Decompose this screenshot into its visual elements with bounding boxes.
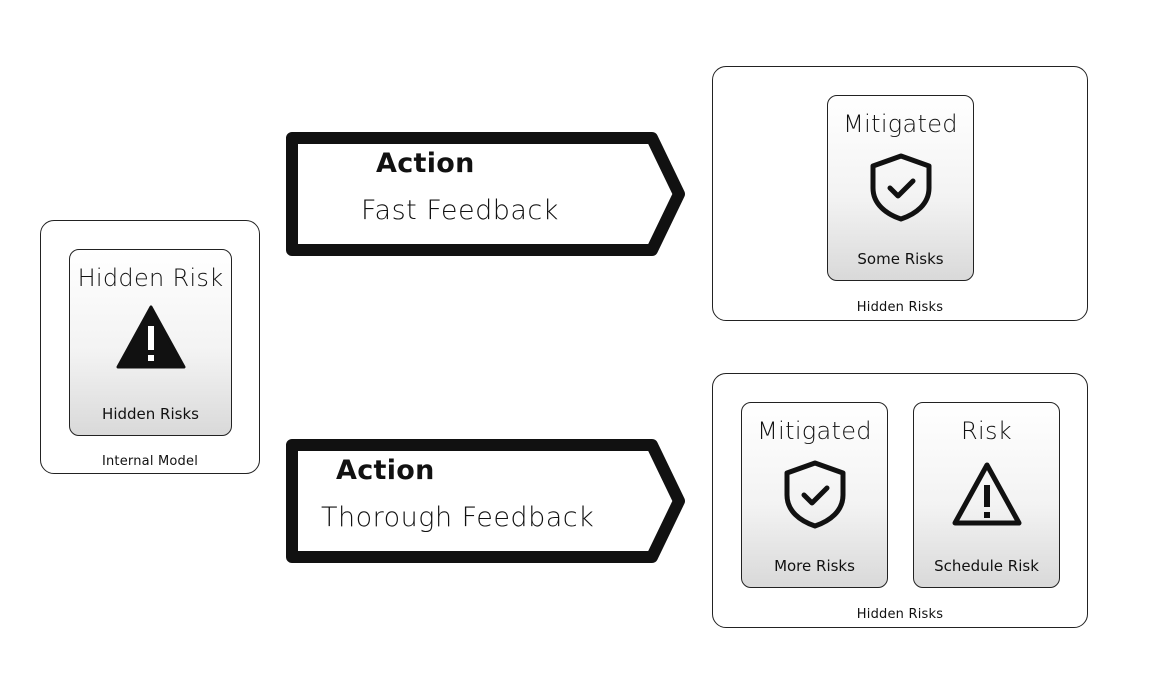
action-arrow-thorough: Action Thorough Feedback	[286, 439, 686, 563]
mitigated-card: Mitigated More Risks	[741, 402, 888, 588]
card-caption: More Risks	[774, 557, 855, 575]
outcome-thorough-container: Mitigated More Risks Risk Schedule Risk …	[712, 373, 1088, 628]
arrow-feedback-label: Thorough Feedback	[321, 502, 595, 533]
card-caption: Hidden Risks	[102, 405, 199, 423]
container-label: Internal Model	[101, 454, 199, 469]
arrow-shape	[286, 439, 685, 563]
card-title: Hidden Risk	[77, 264, 224, 292]
card-title: Risk	[961, 417, 1012, 445]
action-arrow-fast: Action Fast Feedback	[286, 132, 686, 256]
shield-check-icon	[866, 152, 936, 222]
card-title: Mitigated	[843, 110, 958, 138]
arrow-action-label: Action	[336, 455, 435, 486]
card-caption: Some Risks	[857, 250, 944, 268]
card-caption: Schedule Risk	[934, 557, 1039, 575]
internal-model-container: Hidden Risk Hidden Risks Internal Model	[40, 220, 260, 474]
risk-card: Risk Schedule Risk	[913, 402, 1060, 588]
container-label: Hidden Risks	[856, 607, 944, 622]
arrow-feedback-label: Fast Feedback	[361, 195, 559, 226]
mitigated-card: Mitigated Some Risks	[827, 95, 974, 281]
card-title: Mitigated	[757, 417, 872, 445]
arrow-shape	[286, 132, 685, 256]
warning-outline-icon	[951, 459, 1023, 529]
container-label: Hidden Risks	[856, 300, 944, 315]
outcome-fast-container: Mitigated Some Risks Hidden Risks	[712, 66, 1088, 321]
warning-filled-icon	[116, 304, 186, 370]
arrow-action-label: Action	[376, 148, 475, 179]
hidden-risk-card: Hidden Risk Hidden Risks	[69, 249, 232, 436]
shield-check-icon	[780, 459, 850, 529]
